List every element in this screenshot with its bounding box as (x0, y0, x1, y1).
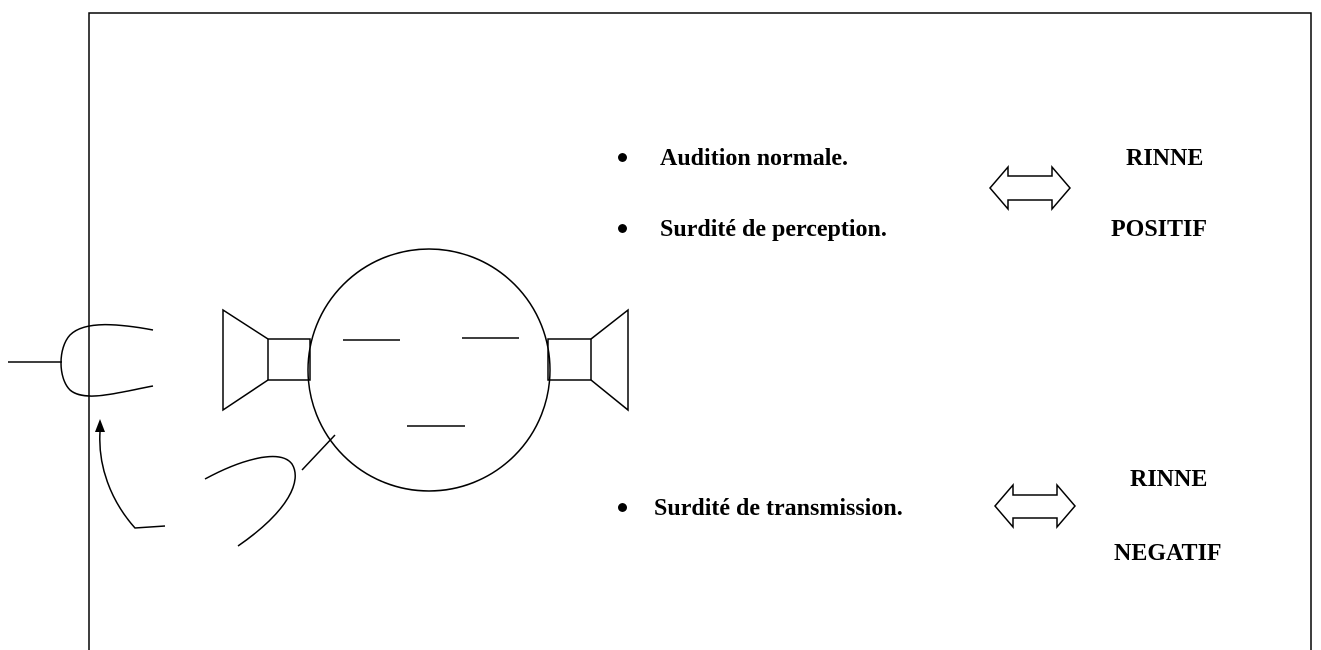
double-arrow-icon (994, 482, 1076, 530)
tuning-fork-icon (307, 248, 551, 492)
finger-icon (204, 455, 296, 547)
item-surdite-transmission: Surdité de transmission. (654, 495, 903, 521)
result-top-line2: POSITIF (1111, 216, 1208, 242)
speaker-icon (222, 308, 311, 412)
speaker-icon (547, 308, 629, 412)
item-audition-normale: Audition normale. (660, 145, 849, 171)
arrow-icon (95, 419, 166, 529)
result-bottom-line1: RINNE (1130, 466, 1208, 492)
result-bottom-line2: NEGATIF (1114, 540, 1222, 566)
frame (88, 12, 1312, 650)
bullet-icon (618, 153, 627, 162)
ear-icon (8, 323, 154, 397)
tuning-fork-handle (301, 434, 336, 471)
face-icon (343, 337, 519, 427)
bullet-icon (618, 224, 627, 233)
bullet-icon (618, 503, 627, 512)
result-top-line1: RINNE (1126, 145, 1204, 171)
double-arrow-icon (989, 164, 1071, 212)
item-surdite-perception: Surdité de perception. (660, 216, 887, 242)
